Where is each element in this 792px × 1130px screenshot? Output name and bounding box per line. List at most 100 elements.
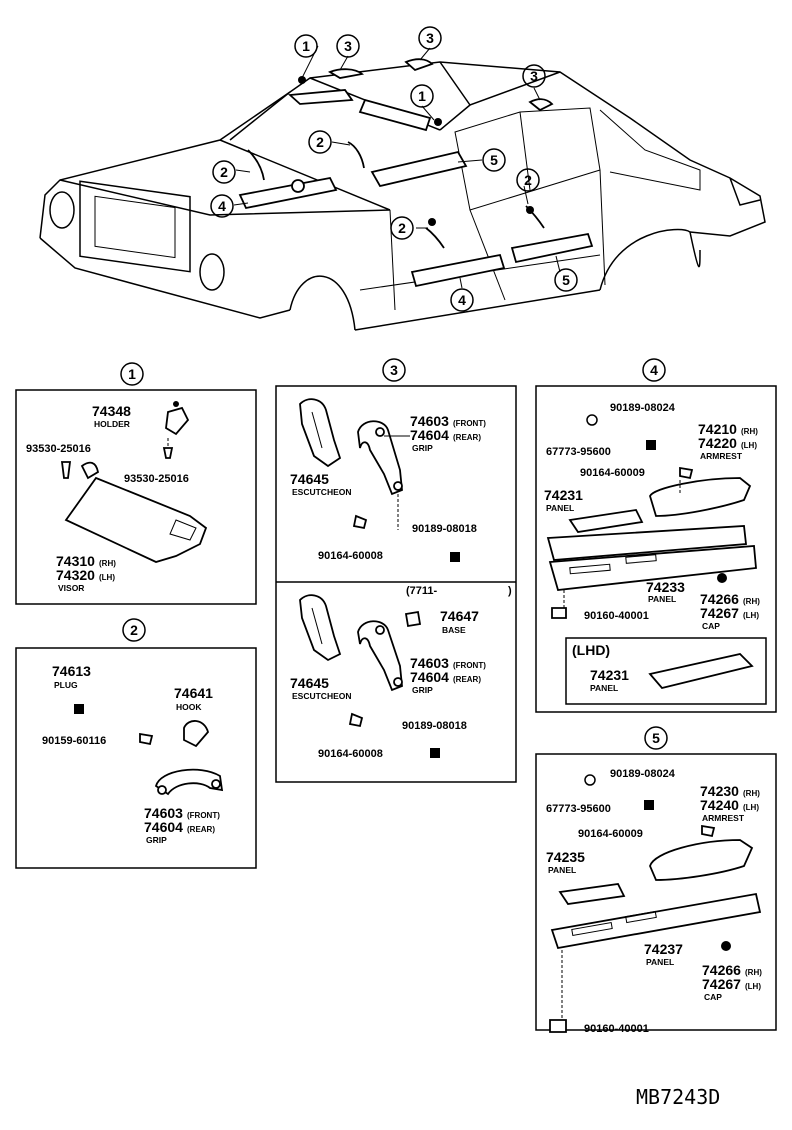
panel-1-number: 1 <box>128 366 136 382</box>
panel4-armrest-suffix-1: (RH) <box>741 427 758 436</box>
grip-suffix-1: (FRONT) <box>187 811 220 820</box>
panel5-panel2-part-number: 74237 <box>644 941 683 957</box>
panel3-date-close: ) <box>508 585 512 597</box>
panel5-cap-suffix-2: (LH) <box>745 982 761 991</box>
panel5-armrest-part-number-1: 74230 <box>700 783 739 799</box>
grip-label: GRIP <box>146 835 167 845</box>
panel3-base-part-number: 74647 <box>440 608 479 624</box>
panel3-bottom-escutcheon-part-number: 74645 <box>290 675 329 691</box>
overview-marker: 3 <box>522 64 546 88</box>
panel3-top-escutcheon-part-number: 74645 <box>290 471 329 487</box>
panel4-panel-label: PANEL <box>546 503 574 513</box>
panel5-armrest-label: ARMREST <box>702 813 745 823</box>
panel4-cap-part-number-1: 74266 <box>700 591 739 607</box>
panel-4-number: 4 <box>650 362 658 378</box>
panel5-panel-part-number: 74235 <box>546 849 585 865</box>
panel5-armrest-part-number-2: 74240 <box>700 797 739 813</box>
panel4-screw-top-part-number: 90164-60009 <box>580 467 645 479</box>
panel3-top-grip-suffix-1: (FRONT) <box>453 419 486 428</box>
plug-label: PLUG <box>54 680 78 690</box>
screw-left-part-number: 93530-25016 <box>26 443 91 455</box>
visor-label: VISOR <box>58 583 84 593</box>
panel3-bottom-grip-suffix-1: (FRONT) <box>453 661 486 670</box>
panel4-cap-suffix-1: (RH) <box>743 597 760 606</box>
panel4-lhd-label: PANEL <box>590 683 618 693</box>
panel4-cap-label: CAP <box>702 621 720 631</box>
hook-part-number: 74641 <box>174 685 213 701</box>
panel5-armrest-suffix-1: (RH) <box>743 789 760 798</box>
panel3-date-range: (7711- <box>406 585 438 597</box>
panel-3-grip-escutcheon: 3 74603 (FRONT) 74604 (REAR) GRIP 74645 … <box>275 358 517 783</box>
panel3-base-label: BASE <box>442 625 466 635</box>
panel4-panel2-part-number: 74233 <box>646 579 685 595</box>
panel3-top-grip-part-number-2: 74604 <box>410 427 449 443</box>
svg-text:3: 3 <box>530 68 538 84</box>
panel5-panel2-label: PANEL <box>646 957 674 967</box>
overview-marker: 2 <box>212 160 236 184</box>
visor-suffix-2: (LH) <box>99 573 115 582</box>
panel4-cap-suffix-2: (LH) <box>743 611 759 620</box>
panel3-bottom-grip-label: GRIP <box>412 685 433 695</box>
svg-text:3: 3 <box>426 30 434 46</box>
panel4-panel2-label: PANEL <box>648 594 676 604</box>
overview-marker: 5 <box>554 268 578 292</box>
overview-marker: 3 <box>418 26 442 50</box>
svg-text:1: 1 <box>418 88 426 104</box>
panel5-cap-label: CAP <box>704 992 722 1002</box>
panel5-clip-part-number: 67773-95600 <box>546 803 611 815</box>
panel-5-number: 5 <box>652 730 660 746</box>
panel4-armrest-suffix-2: (LH) <box>741 441 757 450</box>
visor-part-number-1: 74310 <box>56 553 95 569</box>
panel4-nut-part-number: 90189-08024 <box>610 402 676 414</box>
svg-text:2: 2 <box>220 164 228 180</box>
plug-part-number: 74613 <box>52 663 91 679</box>
svg-text:3: 3 <box>344 38 352 54</box>
panel3-bottom-escutcheon-label: ESCUTCHEON <box>292 691 352 701</box>
panel4-panel-part-number: 74231 <box>544 487 583 503</box>
grip-part-number-2: 74604 <box>144 819 183 835</box>
overview-marker: 2 <box>516 168 540 192</box>
svg-text:5: 5 <box>490 152 498 168</box>
visor-part-number-2: 74320 <box>56 567 95 583</box>
panel4-lhd-part-number: 74231 <box>590 667 629 683</box>
diagram-code: MB7243D <box>636 1085 720 1109</box>
panel5-cap-suffix-1: (RH) <box>745 968 762 977</box>
overview-marker: 2 <box>308 130 332 154</box>
hook-label: HOOK <box>176 702 202 712</box>
panel-1-visor: 1 74348 HOLDER 93530-25016 93530-25016 7… <box>15 362 257 605</box>
panel3-bottom-grip-part-number-1: 74603 <box>410 655 449 671</box>
panel3-top-grip-label: GRIP <box>412 443 433 453</box>
overview-marker: 1 <box>410 84 434 108</box>
panel3-bottom-nut-part-number: 90189-08018 <box>402 720 467 732</box>
holder-label: HOLDER <box>94 419 130 429</box>
svg-text:5: 5 <box>562 272 570 288</box>
panel3-top-nut-part-number: 90189-08018 <box>412 523 477 535</box>
grip-screw-part-number: 90159-60116 <box>42 735 106 747</box>
panel5-nut-part-number: 90189-08024 <box>610 768 676 780</box>
svg-text:2: 2 <box>398 220 406 236</box>
overview-marker: 4 <box>210 194 234 218</box>
panel4-cap-part-number-2: 74267 <box>700 605 739 621</box>
svg-text:2: 2 <box>316 134 324 150</box>
panel-3-number: 3 <box>390 362 398 378</box>
car-illustration <box>39 45 766 331</box>
overview-marker: 2 <box>390 216 414 240</box>
panel3-bottom-screw-part-number: 90164-60008 <box>318 748 383 760</box>
visor-suffix-1: (RH) <box>99 559 116 568</box>
panel4-armrest-label: ARMREST <box>700 451 743 461</box>
svg-text:1: 1 <box>302 38 310 54</box>
panel4-armrest-part-number-2: 74220 <box>698 435 737 451</box>
panel-2-number: 2 <box>130 622 138 638</box>
panel3-bottom-grip-part-number-2: 74604 <box>410 669 449 685</box>
panel3-bottom-grip-suffix-2: (REAR) <box>453 675 481 684</box>
panel-2-grip-hook: 2 74613 PLUG 74641 HOOK 90159-60116 7460… <box>15 618 257 869</box>
panel3-top-grip-suffix-2: (REAR) <box>453 433 481 442</box>
panel-4-armrest: 4 90189-08024 67773-95600 74210 (RH) 742… <box>535 358 777 713</box>
panel5-cap-part-number-1: 74266 <box>702 962 741 978</box>
svg-text:4: 4 <box>458 292 466 308</box>
panel-5-armrest: 5 90189-08024 67773-95600 74230 (RH) 742… <box>535 726 777 1035</box>
panel5-screw-top-part-number: 90164-60009 <box>578 828 643 840</box>
overview-marker: 4 <box>450 288 474 312</box>
panel4-armrest-part-number-1: 74210 <box>698 421 737 437</box>
